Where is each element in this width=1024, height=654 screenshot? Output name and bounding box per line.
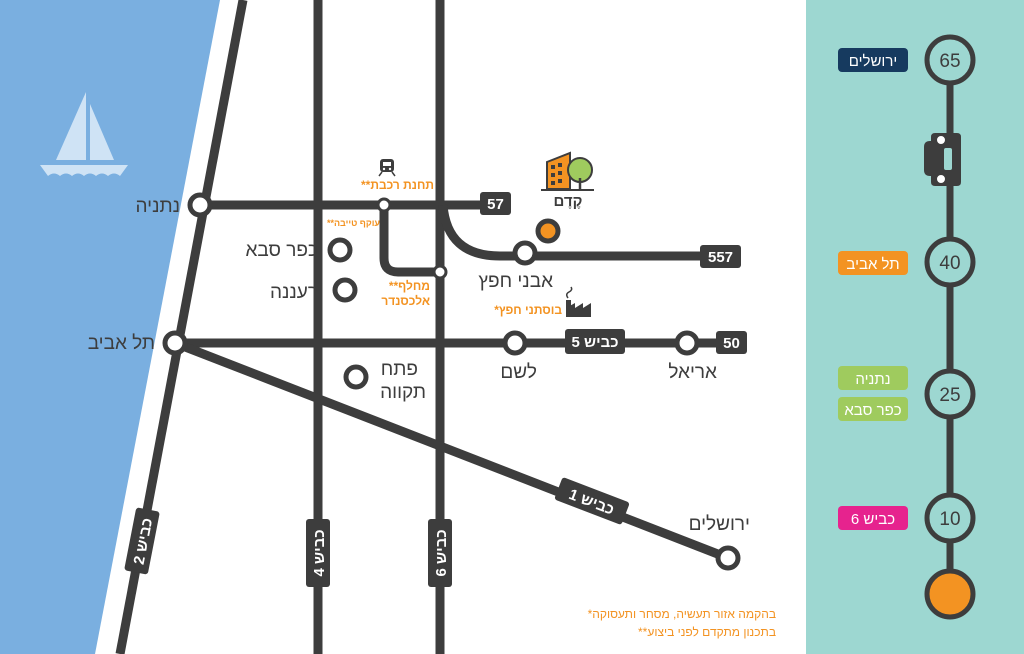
train-icon xyxy=(378,159,396,177)
netanya-marker xyxy=(187,192,213,218)
leshem-marker xyxy=(502,330,528,356)
road-alexander-bypass xyxy=(379,205,440,277)
timeline-origin-marker xyxy=(924,568,976,620)
svg-text:10: 10 xyxy=(939,509,960,530)
tag-kvish6: כביש 6 xyxy=(838,506,908,530)
kfar-saba-marker xyxy=(327,237,353,263)
tel-aviv-marker xyxy=(162,330,188,356)
svg-text:כביש 5: כביש 5 xyxy=(571,334,618,351)
sea-area xyxy=(0,0,220,654)
route-badge-50: 50 xyxy=(716,331,747,354)
alexander-junction-marker xyxy=(432,264,448,280)
svg-text:65: 65 xyxy=(939,51,960,72)
ariel-label: אריאל xyxy=(668,362,717,383)
footnote-1: *בהקמה אזור תעשיה, מסחר ותעסוקה xyxy=(588,607,776,621)
road-557 xyxy=(438,204,700,261)
timeline-stop-10: 10 xyxy=(924,492,976,544)
petah-tikva-label-1: פתח xyxy=(381,359,418,380)
alexander-junction-label-1: **מחלף xyxy=(389,279,430,293)
tag-kfar-saba: כפר סבא xyxy=(838,397,908,421)
route-badge-557: 557 xyxy=(700,245,741,268)
svg-text:נתניה: נתניה xyxy=(855,371,890,388)
svg-text:557: 557 xyxy=(708,249,733,266)
tag-jerusalem: ירושלים xyxy=(838,48,908,72)
tel-aviv-label: תל אביב xyxy=(88,333,155,354)
project-location-marker xyxy=(535,218,561,244)
svg-text:50: 50 xyxy=(723,335,740,352)
petah-tikva-marker xyxy=(343,364,369,390)
svg-text:תל אביב: תל אביב xyxy=(846,256,899,273)
leshem-label: לשם xyxy=(500,362,537,383)
route-badge-kvish6: כביש 6 xyxy=(428,519,452,587)
route-badge-kvish2: כביש 2 xyxy=(124,507,160,575)
svg-text:כביש 6: כביש 6 xyxy=(851,511,895,528)
raanana-label: רעננה xyxy=(270,282,318,303)
bustanei-hefetz-label: *בוסתני חפץ xyxy=(494,303,562,317)
route-badge-kvish1: כביש 1 xyxy=(554,477,630,525)
route-badge-57: 57 xyxy=(480,192,511,215)
train-station-marker xyxy=(376,197,392,213)
svg-text:כביש 6: כביש 6 xyxy=(433,529,450,576)
factory-icon xyxy=(565,286,591,317)
alexander-junction-label-2: אלכסנדר xyxy=(381,294,430,308)
petah-tikva-label-2: תקווה xyxy=(380,382,426,403)
ariel-marker xyxy=(674,330,700,356)
car-icon xyxy=(924,133,961,186)
footnote-2: **בתכנון מתקדם לפני ביצוע xyxy=(638,625,776,639)
svg-text:40: 40 xyxy=(939,253,960,274)
jerusalem-label: ירושלים xyxy=(689,514,750,535)
sailboat-icon xyxy=(40,92,128,176)
route-badge-kvish5: כביש 5 xyxy=(565,329,625,354)
svg-text:57: 57 xyxy=(487,196,504,213)
svg-text:ירושלים: ירושלים xyxy=(849,53,897,70)
svg-text:כביש 4: כביש 4 xyxy=(311,529,328,576)
tayibe-bypass-label: **עוקף טייבה xyxy=(327,218,380,228)
tag-tel-aviv: תל אביב xyxy=(838,251,908,275)
even-hefetz-label: אבני חפץ xyxy=(478,271,553,292)
distance-panel: 65 ירושלים 40 תל אביב 25 נתניה כפר סבא xyxy=(806,0,1024,654)
project-name: קֶדֶם xyxy=(554,193,583,210)
timeline-stop-25: 25 xyxy=(924,368,976,420)
svg-text:כפר סבא: כפר סבא xyxy=(844,402,901,419)
timeline-stop-40: 40 xyxy=(924,236,976,288)
jerusalem-marker xyxy=(715,545,741,571)
road-1 xyxy=(173,338,730,563)
tag-netanya: נתניה xyxy=(838,366,908,390)
building-tree-icon xyxy=(541,151,594,191)
timeline-stop-65: 65 xyxy=(924,34,976,86)
netanya-label: נתניה xyxy=(135,196,180,217)
kfar-saba-label: כפר סבא xyxy=(245,240,318,261)
route-badge-kvish4: כביש 4 xyxy=(306,519,330,587)
train-station-label: **תחנת רכבת xyxy=(361,178,434,192)
raanana-marker xyxy=(332,277,358,303)
even-hefetz-marker xyxy=(512,240,538,266)
svg-text:25: 25 xyxy=(939,385,960,406)
